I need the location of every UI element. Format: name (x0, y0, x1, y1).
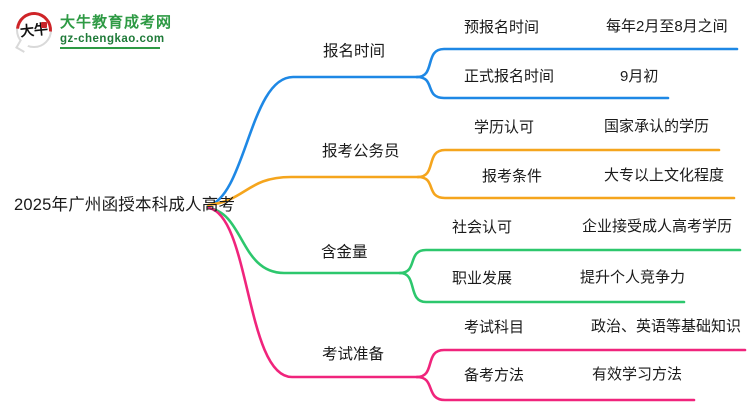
branch4-child2-label: 备考方法 (464, 367, 525, 384)
branch1-child1-label: 预报名时间 (464, 19, 540, 36)
branch4-child1-value: 政治、英语等基础知识 (591, 318, 742, 335)
logo-underline (60, 47, 160, 49)
branch4-child2-link (415, 375, 696, 402)
branch4-child1-link (415, 348, 747, 379)
branch1-label: 报名时间 (323, 43, 386, 60)
branch1-child2-value: 9月初 (620, 68, 659, 85)
branch1-child1-value: 每年2月至8月之间 (606, 18, 728, 35)
branch1-child1-link (415, 47, 739, 79)
site-logo: 大牛 大牛教育成考网 gz-chengkao.com (16, 11, 172, 49)
branch2-label: 报考公务员 (322, 143, 400, 160)
branch3-root-link (206, 206, 402, 275)
branch2-child2-link (416, 175, 736, 200)
branch4-child2-value: 有效学习方法 (592, 366, 683, 383)
branch1-child2-link (415, 75, 670, 100)
branch3-child2-value: 提升个人竞争力 (580, 269, 686, 286)
logo-text-block: 大牛教育成考网 gz-chengkao.com (60, 11, 172, 49)
logo-icon: 大牛 (16, 12, 52, 48)
branch3-child1-value: 企业接受成人高考学历 (582, 218, 733, 235)
branch4-root-link (207, 206, 419, 379)
branch4-label: 考试准备 (322, 346, 385, 363)
branch3-label: 含金量 (321, 244, 368, 261)
logo-seal-icon (41, 22, 47, 28)
branch3-child2-link (398, 271, 686, 304)
branch2-root-link (206, 175, 420, 207)
branch3-child2-label: 职业发展 (452, 270, 513, 287)
branch2-child1-link (416, 148, 721, 179)
branch2-child2-label: 报考条件 (482, 168, 543, 185)
branch1-root-link (206, 75, 419, 208)
site-name: 大牛教育成考网 (60, 14, 173, 31)
central-topic: 2025年广州函授本科成人高考 (14, 196, 236, 214)
branch3-child1-link (398, 248, 742, 275)
branch2-child1-value: 国家承认的学历 (604, 118, 710, 135)
branch2-child2-value: 大专以上文化程度 (604, 167, 725, 184)
branch2-child1-label: 学历认可 (474, 119, 535, 136)
site-url: gz-chengkao.com (60, 33, 165, 45)
branch3-child1-label: 社会认可 (452, 219, 513, 236)
branch1-child2-label: 正式报名时间 (464, 68, 555, 85)
branch4-child1-label: 考试科目 (464, 319, 525, 336)
